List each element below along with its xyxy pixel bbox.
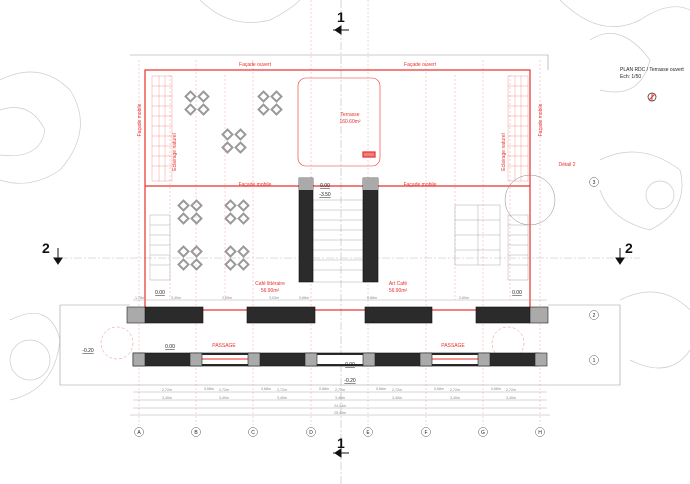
dim-door: 2,60m [222, 296, 232, 300]
svg-text:D: D [309, 430, 313, 436]
dim-col: 0,68m [434, 387, 444, 391]
svg-text:1: 1 [593, 358, 596, 364]
label-facade-ouvert: Façade ouvert [404, 62, 437, 68]
label-eclairage: Eclairage naturel [501, 133, 507, 171]
dim-bay: 2,72m [506, 388, 516, 392]
dim-col: 0,68m [204, 387, 214, 391]
svg-text:2: 2 [625, 240, 633, 256]
dim-axis: 3,40m [171, 296, 181, 300]
label-art-cafe-area: 56.90m² [389, 288, 408, 294]
dim-bay: 2,72m [392, 388, 402, 392]
level-mark: -0.20 [344, 378, 356, 384]
label-terrasse: Terrasse [340, 112, 359, 118]
level-mark: 0.00 [320, 183, 330, 189]
svg-text:2: 2 [593, 313, 596, 319]
dim-col: 0,68m [376, 387, 386, 391]
dim-col: 0,68m [299, 296, 309, 300]
dim-axis: 3,40m [162, 396, 172, 400]
label-facade-mobile: Façade mobile [538, 103, 544, 136]
walls-row-1 [132, 352, 548, 367]
title-block-scale: Ech: 1/50 [620, 74, 641, 80]
cafe-tables [177, 90, 283, 271]
dim-col: 0,68m [367, 296, 377, 300]
svg-text:1: 1 [337, 435, 345, 451]
label-cafe: Café littéraire [255, 281, 285, 287]
label-art-cafe: Art Café [389, 281, 408, 287]
dim-total: 25,43m [334, 411, 346, 415]
level-mark: 0.00 [345, 362, 355, 368]
dim-axis: 3,40m [277, 396, 287, 400]
label-facade-mobile: Façade mobile [137, 103, 143, 136]
dim-col: 0,68m [261, 387, 271, 391]
level-mark: 0.00 [155, 290, 165, 296]
facade-frame [144, 69, 531, 311]
level-mark: -3.50 [319, 192, 331, 198]
dim-axis: 3,40m [392, 396, 402, 400]
svg-text:F: F [424, 430, 427, 436]
svg-text:1: 1 [337, 9, 345, 25]
dim-room: 3,03m [269, 296, 279, 300]
label-cafe-area: 56.90m² [261, 288, 280, 294]
title-block-title: PLAN RDC / Terrasse ouvert [620, 67, 684, 73]
dim-col: 0,68m [319, 387, 329, 391]
core-wall-right [362, 177, 379, 283]
dim-bay: 2,72m [219, 388, 229, 392]
label-facade-ouvert: Façade ouvert [239, 62, 272, 68]
dim-inner-total: 24,34m [334, 404, 346, 408]
dim-axis: 3,40m [219, 396, 229, 400]
svg-text:A: A [137, 430, 141, 436]
svg-text:B: B [194, 430, 198, 436]
dim-col: 0,68m [491, 387, 501, 391]
core-wall-left [298, 177, 314, 283]
label-detail: Détail 2 [559, 162, 576, 168]
dim-bay: 2,72m [335, 388, 345, 392]
section-marks: 1 1 2 2 [42, 9, 633, 458]
dim-small: 1,78m [135, 296, 145, 300]
svg-text:2: 2 [42, 240, 50, 256]
label-terrasse-area: 160.60m² [339, 119, 360, 125]
level-mark: 0.00 [512, 290, 522, 296]
level-mark: -0.20 [82, 348, 94, 354]
label-passage: PASSAGE [441, 343, 465, 349]
dim-bay: 2,72m [450, 388, 460, 392]
svg-text:C: C [251, 430, 255, 436]
walls-row-2 [126, 306, 549, 324]
svg-text:E: E [366, 430, 370, 436]
dim-axis: 3,40m [450, 396, 460, 400]
label-facade-mobile: Façade mobile [239, 182, 272, 188]
dim-bay: 2,72m [162, 388, 172, 392]
label-passage: PASSAGE [212, 343, 236, 349]
tree-outlines [0, 0, 690, 401]
dim-bay: 2,72m [277, 388, 287, 392]
dim-axis: 3,40m [335, 396, 345, 400]
svg-text:G: G [481, 430, 485, 436]
grid-axes: A B C D E F G H 1 2 3 [134, 177, 599, 437]
dim-axis: 3,40m [506, 396, 516, 400]
svg-text:3: 3 [593, 180, 596, 186]
label-eclairage: Eclairage naturel [172, 133, 178, 171]
level-mark: 0.00 [165, 344, 175, 350]
label-facade-mobile: Façade mobile [404, 182, 437, 188]
dim-door: 2,60m [459, 296, 469, 300]
north-arrow-icon [647, 92, 657, 102]
svg-text:H: H [538, 430, 542, 436]
